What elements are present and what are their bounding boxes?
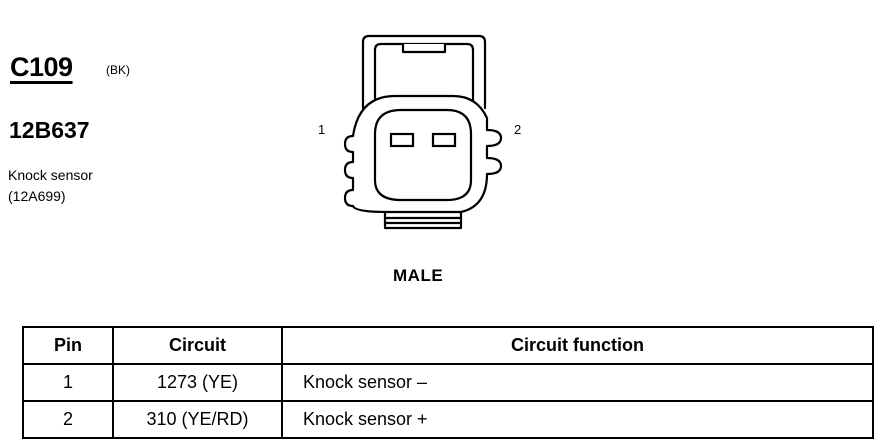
pinout-table: Pin Circuit Circuit function 1 1273 (YE)… — [22, 326, 874, 439]
header-circuit-function: Circuit function — [281, 326, 874, 365]
connector-color: (BK) — [106, 63, 130, 77]
table-row: 1 1273 (YE) Knock sensor – — [22, 363, 874, 402]
pin-terminal-2 — [431, 132, 457, 148]
connector-id: C109 — [10, 52, 73, 82]
cell-circuit-function: Knock sensor + — [281, 400, 874, 439]
cell-circuit: 310 (YE/RD) — [112, 400, 283, 439]
part-number: 12B637 — [9, 117, 90, 143]
gender-label: MALE — [393, 266, 444, 285]
cell-circuit: 1273 (YE) — [112, 363, 283, 402]
table-row: 2 310 (YE/RD) Knock sensor + — [22, 400, 874, 439]
pin-label-1: 1 — [318, 122, 326, 137]
header-pin: Pin — [22, 326, 114, 365]
cell-pin: 2 — [22, 400, 114, 439]
connector-face-diagram — [343, 34, 503, 230]
header-circuit: Circuit — [112, 326, 283, 365]
latch-tab — [401, 42, 447, 54]
component-ref: (12A699) — [8, 188, 66, 204]
pin-label-2: 2 — [514, 122, 522, 137]
cell-pin: 1 — [22, 363, 114, 402]
connector-face — [373, 108, 473, 202]
table-header-row: Pin Circuit Circuit function — [22, 326, 874, 365]
pin-terminal-1 — [389, 132, 415, 148]
component-name: Knock sensor — [8, 167, 93, 183]
cell-circuit-function: Knock sensor – — [281, 363, 874, 402]
